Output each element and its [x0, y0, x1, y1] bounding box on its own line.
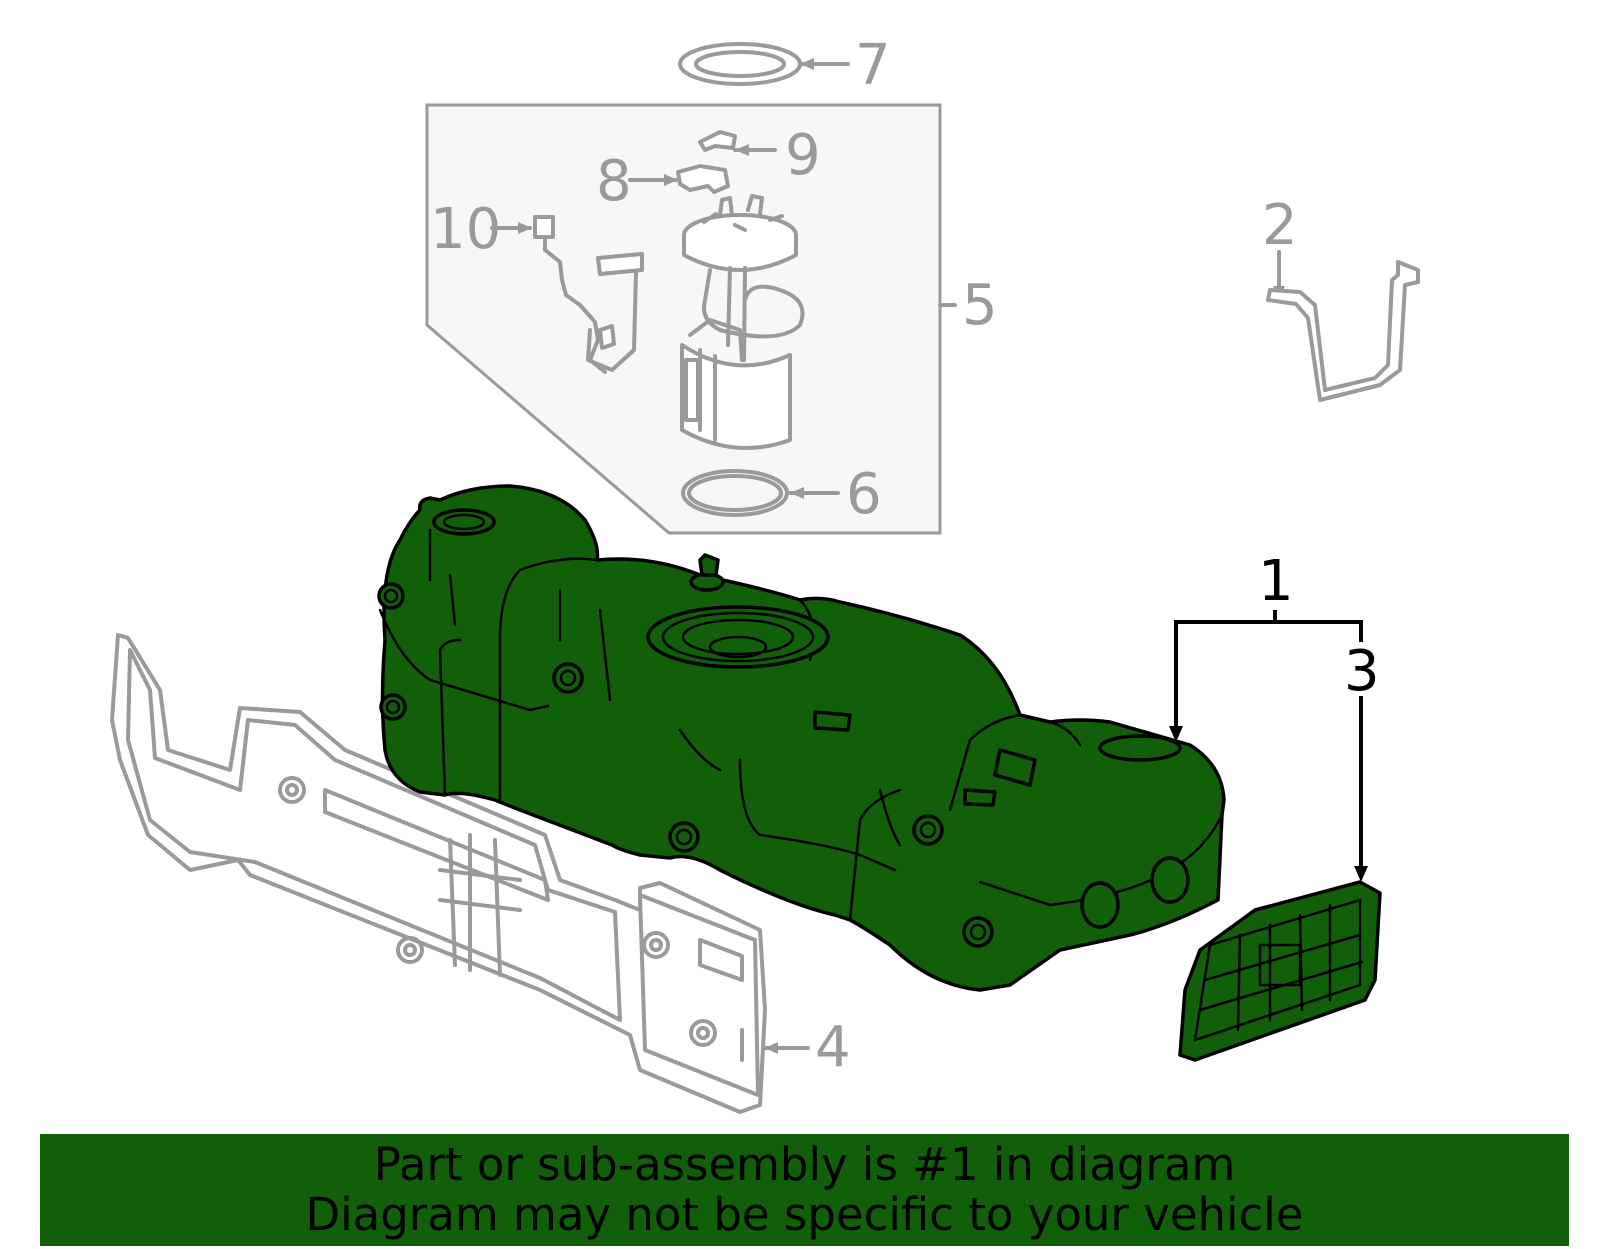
fuel-pump-assembly-box [425, 103, 957, 535]
callout-2: 2 [1262, 193, 1298, 258]
callout-6: 6 [846, 462, 882, 527]
callout-5: 5 [962, 273, 998, 338]
sensor-harness-part [490, 215, 644, 374]
tank-strap-part [1266, 250, 1420, 402]
callout-3: 3 [1344, 639, 1380, 704]
callout-1: 1 [1258, 549, 1294, 614]
fuel-pump-module-part [680, 194, 805, 450]
info-banner: Part or sub-assembly is #1 in diagram Di… [40, 1134, 1569, 1246]
callout-9: 9 [785, 123, 821, 188]
tank-shield-part [1178, 880, 1382, 1062]
clip-part [698, 130, 777, 156]
callout-8: 8 [596, 149, 632, 214]
callout-4: 4 [815, 1015, 851, 1080]
banner-line-2: Diagram may not be specific to your vehi… [305, 1188, 1304, 1241]
callout-10: 10 [430, 197, 501, 262]
seal-part [681, 469, 840, 517]
callout-7: 7 [855, 33, 891, 98]
connector-part [628, 164, 730, 194]
fuel-tank-part [377, 484, 1226, 992]
heat-shield-part [110, 633, 810, 1114]
lock-ring-part [678, 42, 850, 86]
banner-line-1: Part or sub-assembly is #1 in diagram [373, 1138, 1236, 1191]
callout-1-3-bracket [1169, 610, 1368, 882]
